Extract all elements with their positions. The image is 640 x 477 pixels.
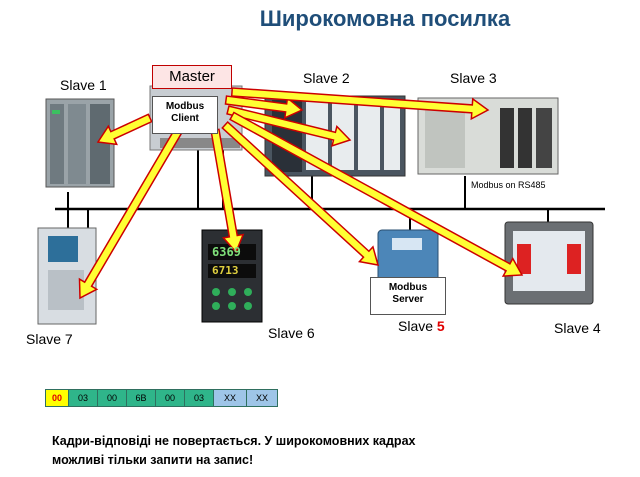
client-line2: Client	[171, 113, 199, 124]
frame-cell-data: 03	[184, 389, 214, 407]
frame-cell-crc: XX	[246, 389, 278, 407]
arrow-to-slave6	[210, 128, 245, 254]
frame-cell-crc: XX	[213, 389, 247, 407]
note-line2: можливі тільки запити на запис!	[52, 453, 254, 467]
frame-cell-data: 6B	[126, 389, 156, 407]
slide-title: Широкомовна посилка	[259, 6, 511, 31]
frame-cell-data: 00	[97, 389, 127, 407]
slave2-label: Slave 2	[303, 70, 350, 86]
broadcast-frame: 00 03 00 6B 00 03 XX XX	[45, 389, 278, 407]
broadcast-arrows	[78, 87, 524, 300]
broadcast-note: Кадри-відповіді не повертається. У широк…	[52, 432, 415, 470]
slave7-drive-image	[37, 227, 97, 325]
server-line2: Server	[392, 294, 424, 305]
arrow-to-slave7	[78, 124, 185, 300]
note-line1: Кадри-відповіді не повертається. У широк…	[52, 434, 416, 448]
controller-display-bottom: 6713	[212, 264, 239, 277]
slave4-hmi-image	[504, 221, 594, 305]
slave6-label: Slave 6	[268, 325, 315, 341]
slave5-module-image	[377, 229, 439, 289]
slave1-label: Slave 1	[60, 77, 107, 93]
slave3-label: Slave 3	[450, 70, 497, 86]
arrow-to-slave4	[229, 111, 524, 277]
client-line1: Modbus	[165, 101, 205, 112]
slave5-number: 5	[436, 318, 445, 334]
slave5-prefix: Slave	[398, 318, 437, 334]
master-label: Master	[152, 65, 232, 89]
modbus-server-box: Modbus Server	[370, 277, 446, 315]
controller-display-top: 6369	[212, 245, 241, 259]
modbus-client-box: Modbus Client	[152, 96, 218, 134]
slave7-label: Slave 7	[26, 331, 73, 347]
frame-cell-function: 03	[68, 389, 98, 407]
arrow-to-slave2	[224, 95, 304, 120]
arrow-to-slave2b	[226, 105, 352, 148]
frame-cell-data: 00	[155, 389, 185, 407]
frame-cell-address: 00	[45, 389, 69, 407]
arrow-to-slave5	[221, 120, 380, 266]
slave1-plc-image	[45, 98, 115, 188]
server-line1: Modbus	[388, 282, 428, 293]
master-text: Master	[169, 68, 215, 85]
slave4-label: Slave 4	[554, 320, 601, 336]
slave5-label: Slave 5	[398, 318, 445, 334]
arrow-to-slave1	[96, 113, 153, 146]
bus-label: Modbus on RS485	[471, 180, 546, 190]
arrow-to-slave3	[230, 87, 490, 121]
slave3-plc-image	[417, 97, 559, 175]
